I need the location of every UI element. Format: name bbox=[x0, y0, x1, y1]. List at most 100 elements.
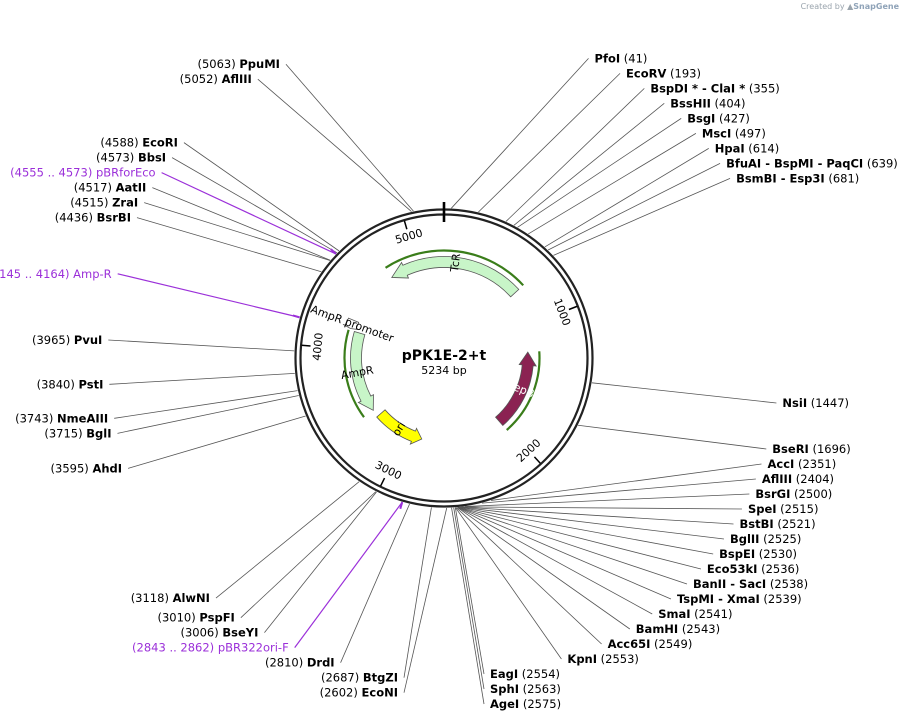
site-label-spei[interactable]: SpeI (2515) bbox=[748, 502, 819, 516]
site-label-bbsi[interactable]: (4573) BbsI bbox=[96, 151, 166, 165]
site-label-acci[interactable]: AccI (2351) bbox=[767, 457, 836, 471]
leader-aatii bbox=[152, 187, 331, 261]
enzyme-name: AgeI bbox=[490, 697, 519, 711]
site-label-bstbi[interactable]: BstBI (2521) bbox=[740, 517, 816, 531]
feature-ampr-promoter[interactable] bbox=[342, 317, 360, 331]
site-label-eco53ki[interactable]: Eco53kI (2536) bbox=[707, 562, 799, 576]
site-position: (3743) bbox=[15, 411, 57, 425]
site-position: (41) bbox=[620, 51, 647, 65]
site-label-pbr322ori-f[interactable]: (2843 .. 2862) pBR322ori-F bbox=[132, 641, 289, 655]
site-label-econi[interactable]: (2602) EcoNI bbox=[320, 686, 398, 700]
site-label-pfoi[interactable]: PfoI (41) bbox=[595, 51, 648, 65]
site-label-nmeaiii[interactable]: (3743) NmeAIII bbox=[15, 411, 108, 425]
site-label-ecorv[interactable]: EcoRV (193) bbox=[626, 66, 701, 80]
site-label-bamhi[interactable]: BamHI (2543) bbox=[636, 622, 720, 636]
site-label-aatii[interactable]: (4517) AatII bbox=[74, 181, 147, 195]
leader-agei bbox=[451, 507, 485, 705]
leader-smai bbox=[457, 507, 653, 615]
leader-kpni bbox=[455, 507, 562, 660]
site-label-acc65i[interactable]: Acc65I (2549) bbox=[608, 637, 693, 651]
site-position: (681) bbox=[825, 171, 860, 185]
site-label-afliii[interactable]: AflIII (2404) bbox=[762, 472, 834, 486]
site-position: (2500) bbox=[790, 487, 832, 501]
site-label-bgli[interactable]: (3715) BglI bbox=[44, 426, 111, 440]
enzyme-name: BsgI bbox=[687, 111, 715, 125]
leader-ahdi bbox=[127, 415, 306, 469]
site-position: (2515) bbox=[777, 502, 819, 516]
leader-acci bbox=[491, 463, 762, 501]
site-label-alwni[interactable]: (3118) AlwNI bbox=[131, 591, 210, 605]
site-label-bsrgi[interactable]: BsrGI (2500) bbox=[755, 487, 832, 501]
site-label-pbrforeco[interactable]: (4555 .. 4573) pBRforEco bbox=[10, 166, 155, 180]
site-label-bseri[interactable]: BseRI (1696) bbox=[772, 442, 850, 456]
enzyme-name: AflIII bbox=[222, 72, 252, 86]
site-position: (2538) bbox=[766, 577, 808, 591]
enzyme-name: BstBI bbox=[740, 517, 774, 531]
site-position: (355) bbox=[745, 81, 780, 95]
site-label-bglii[interactable]: BglII (2525) bbox=[730, 532, 801, 546]
feature-tcr[interactable] bbox=[391, 256, 520, 298]
site-position: (2351) bbox=[794, 457, 836, 471]
feature-repb[interactable] bbox=[495, 351, 537, 427]
site-label-afliii[interactable]: (5052) AflIII bbox=[180, 72, 252, 86]
site-position: (2541) bbox=[691, 607, 733, 621]
leader-bsrbi bbox=[136, 217, 322, 273]
site-label-zrai[interactable]: (4515) ZraI bbox=[70, 196, 138, 210]
site-label-bfuai-bspmi-paqci[interactable]: BfuAI - BspMI - PaqCI (639) bbox=[726, 156, 898, 170]
enzyme-name: BsmBI bbox=[736, 171, 777, 185]
site-labels: (5063) PpuMI(5052) AflIII(4588) EcoRI(45… bbox=[0, 51, 898, 711]
site-label-pspfi[interactable]: (3010) PspFI bbox=[157, 611, 234, 625]
feature-ori[interactable] bbox=[376, 409, 423, 445]
leader-spei bbox=[462, 506, 742, 510]
leader-acc65i bbox=[455, 507, 602, 645]
site-label-agei[interactable]: AgeI (2575) bbox=[490, 697, 561, 711]
site-label-nsii[interactable]: NsiI (1447) bbox=[782, 396, 849, 410]
leader-econi bbox=[403, 507, 448, 693]
site-label-drdi[interactable]: (2810) DrdI bbox=[265, 656, 335, 670]
site-label-smai[interactable]: SmaI (2541) bbox=[658, 607, 732, 621]
feature-label-ori: ori bbox=[390, 419, 409, 438]
site-label-amp-r[interactable]: (4145 .. 4164) Amp-R bbox=[0, 267, 112, 281]
site-label-bsrbi[interactable]: (4436) BsrBI bbox=[55, 211, 131, 225]
site-label-ppumi[interactable]: (5063) PpuMI bbox=[197, 57, 279, 71]
site-label-tspmi-xmai[interactable]: TspMI - XmaI (2539) bbox=[677, 592, 802, 606]
site-label-bsshii[interactable]: BssHII (404) bbox=[670, 96, 745, 110]
enzyme-name: AccI bbox=[767, 457, 794, 471]
site-label-bseyi[interactable]: (3006) BseYI bbox=[180, 626, 258, 640]
site-label-bsgi[interactable]: BsgI (427) bbox=[687, 111, 750, 125]
enzyme-name: SmaI bbox=[658, 607, 690, 621]
enzyme-name: KpnI bbox=[567, 652, 597, 666]
enzyme-name: PpuMI bbox=[239, 57, 280, 71]
site-label-ahdi[interactable]: (3595) AhdI bbox=[51, 461, 123, 475]
site-label-bsmbi-esp3i[interactable]: BsmBI - Esp3I (681) bbox=[736, 171, 859, 185]
site-label-eagi[interactable]: EagI (2554) bbox=[490, 667, 560, 681]
enzyme-name: PvuI bbox=[74, 333, 102, 347]
enzyme-name: MscI bbox=[702, 126, 731, 140]
enzyme-name: SphI bbox=[490, 682, 519, 696]
site-label-hpai[interactable]: HpaI (614) bbox=[715, 141, 780, 155]
enzyme-name: BsrBI bbox=[97, 211, 131, 225]
site-position: (4555 .. 4573) bbox=[10, 166, 96, 180]
site-label-msci[interactable]: MscI (497) bbox=[702, 126, 766, 140]
enzyme-name: PstI bbox=[79, 377, 104, 391]
site-label-ecori[interactable]: (4588) EcoRI bbox=[100, 136, 178, 150]
enzyme-name: AhdI bbox=[92, 461, 122, 475]
feature-ampr[interactable] bbox=[350, 330, 374, 411]
site-position: (1696) bbox=[809, 442, 851, 456]
site-label-banii-saci[interactable]: BanII - SacI (2538) bbox=[693, 577, 808, 591]
enzyme-name: - PaqCI bbox=[814, 156, 864, 170]
leader-bbsi bbox=[171, 157, 338, 254]
leader-afliii bbox=[481, 478, 756, 504]
site-label-kpni[interactable]: KpnI (2553) bbox=[567, 652, 639, 666]
site-label-btgzi[interactable]: (2687) BtgZI bbox=[321, 671, 398, 685]
site-position: (2549) bbox=[650, 637, 692, 651]
tick-5000 bbox=[403, 220, 408, 230]
site-label-pvui[interactable]: (3965) PvuI bbox=[32, 333, 102, 347]
enzyme-name: - ClaI * bbox=[698, 81, 745, 95]
site-label-bspei[interactable]: BspEI (2530) bbox=[719, 547, 797, 561]
enzyme-name: BamHI bbox=[636, 622, 678, 636]
site-label-sphi[interactable]: SphI (2563) bbox=[490, 682, 561, 696]
site-label-psti[interactable]: (3840) PstI bbox=[37, 377, 104, 391]
leader-pvui bbox=[108, 339, 295, 352]
site-label-bspdi-clai[interactable]: BspDI * - ClaI * (355) bbox=[650, 81, 780, 95]
